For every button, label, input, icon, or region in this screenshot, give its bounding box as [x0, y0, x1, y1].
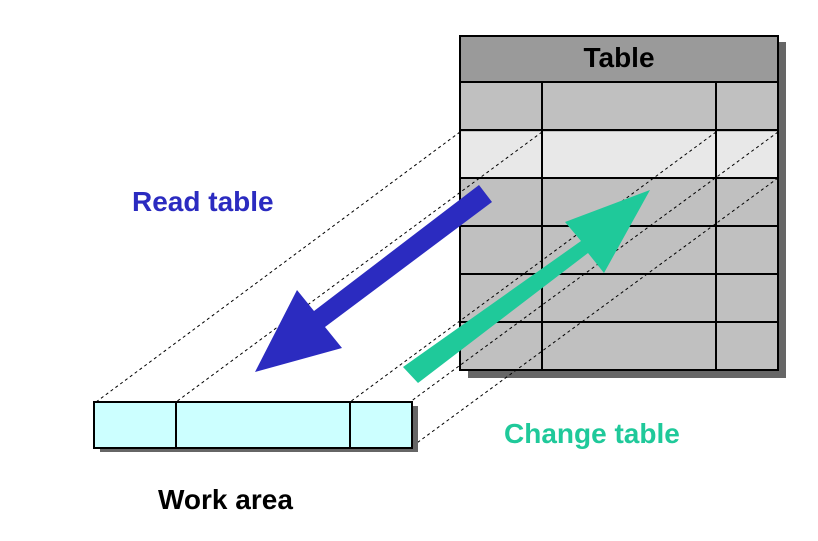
table-grid — [460, 82, 778, 370]
work-area — [93, 401, 413, 449]
change-arrow — [403, 190, 650, 383]
read-table-label: Read table — [132, 186, 274, 217]
work-area-grid — [175, 402, 351, 448]
projection-lines — [95, 131, 779, 449]
read-arrow — [255, 185, 492, 372]
table-highlight-row — [461, 132, 777, 178]
change-table-label: Change table — [504, 418, 680, 449]
work-area-label: Work area — [158, 484, 293, 515]
table-title: Table — [583, 42, 655, 73]
